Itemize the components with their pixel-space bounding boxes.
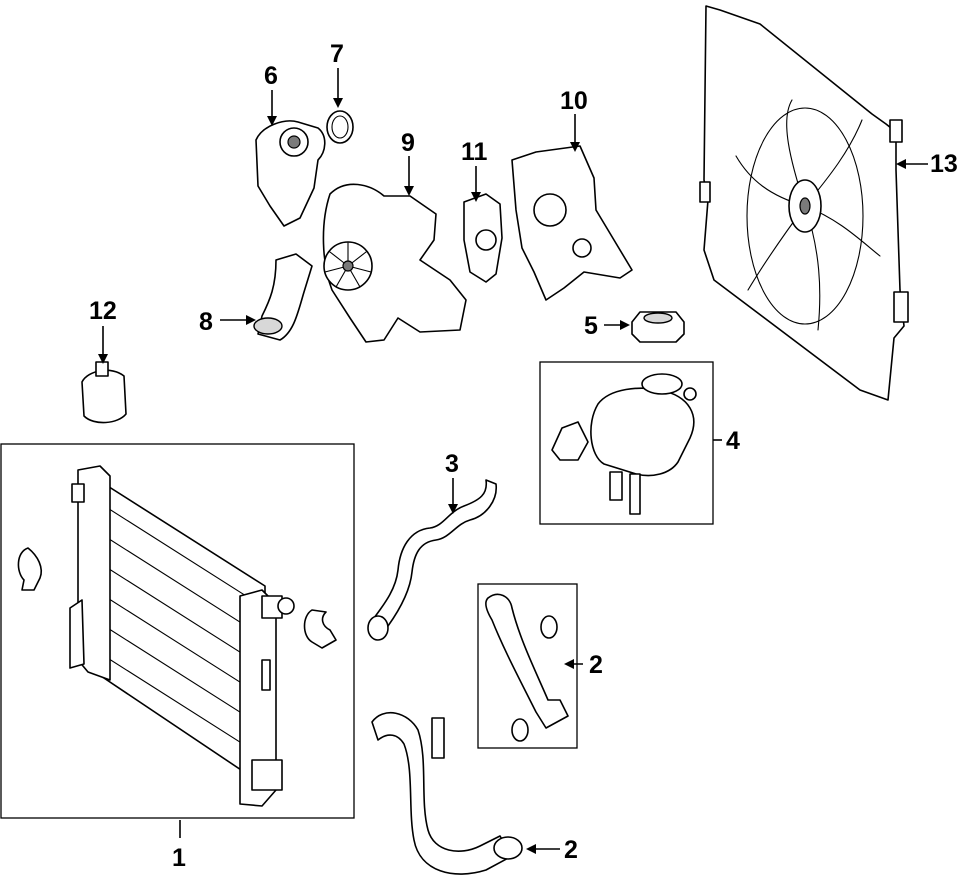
o-ring-outer	[326, 110, 354, 144]
radiator-group-box	[0, 443, 355, 819]
gasket-opening	[475, 229, 497, 251]
fan-hub-center	[799, 197, 811, 215]
callout-5: 5	[584, 312, 598, 340]
water-outlet-flange	[253, 317, 283, 335]
coolant-hose-kit-part[interactable]	[477, 583, 578, 749]
expansion-tank-bracket	[551, 421, 589, 461]
timing-cover-port	[572, 238, 592, 258]
callout-2-lower: 2	[564, 836, 578, 864]
coolant-sensor-stem	[95, 361, 109, 377]
callout-3: 3	[445, 450, 459, 478]
callout-6: 6	[264, 62, 278, 90]
leader-lines	[98, 68, 928, 854]
coolant-sensor-part[interactable]	[81, 361, 127, 424]
water-outlet-part[interactable]	[253, 253, 313, 341]
o-ring-part[interactable]	[326, 110, 354, 144]
lower-hose-end	[493, 836, 523, 860]
fan-shroud-tab-upper	[889, 119, 903, 143]
radiator-left-mount	[69, 599, 85, 669]
lower-hose-branch	[431, 717, 445, 759]
callout-9: 9	[401, 129, 415, 157]
upper-hose-part[interactable]	[367, 479, 497, 641]
timing-cover-part[interactable]	[511, 145, 633, 301]
expansion-tank-outlet-left	[609, 471, 623, 501]
callout-13: 13	[930, 150, 958, 178]
hose-kit-group-box	[477, 583, 578, 749]
expansion-tank-cap-part[interactable]	[631, 311, 685, 343]
tank-cap-top	[643, 312, 673, 324]
expansion-tank-part[interactable]	[539, 361, 714, 525]
thermostat-housing-bore	[287, 135, 301, 149]
radiator-left-bracket	[71, 483, 85, 503]
expansion-tank-outlet-right	[629, 473, 641, 515]
radiator-fins	[94, 499, 266, 759]
lower-radiator-hose-part[interactable]	[371, 712, 523, 875]
gasket-part[interactable]	[463, 193, 503, 283]
expansion-tank-filler-neck	[641, 373, 683, 395]
callout-12: 12	[89, 297, 117, 325]
hose-kit-oring-lower	[511, 718, 529, 742]
o-ring-inner	[331, 115, 349, 139]
timing-cover-opening	[533, 193, 567, 227]
fan-blade-ring	[746, 107, 864, 325]
radiator-side-slot	[261, 659, 271, 691]
callout-7: 7	[330, 40, 344, 68]
callout-11: 11	[461, 138, 488, 166]
water-pump-hub	[342, 260, 354, 272]
radiator-clip-right	[303, 609, 337, 649]
fan-shroud-tab-lower	[893, 291, 909, 323]
water-pump-part[interactable]	[322, 183, 467, 343]
radiator-part[interactable]	[0, 443, 355, 819]
callout-1: 1	[172, 844, 186, 872]
expansion-tank-body	[590, 387, 695, 477]
callout-4: 4	[726, 427, 740, 455]
radiator-fan-part[interactable]	[699, 5, 909, 401]
radiator-outlet-cap	[277, 597, 295, 615]
expansion-tank-group-box	[539, 361, 714, 525]
callout-numbers: 1 2 2 3 4 5 6 7 8 9 10 11 12 13	[89, 40, 958, 872]
thermostat-housing-part[interactable]	[255, 120, 326, 227]
coolant-sensor-body	[81, 369, 127, 424]
timing-cover-body	[511, 145, 633, 301]
callout-8: 8	[199, 308, 213, 336]
hose-kit-oring-upper	[540, 615, 558, 639]
water-pump-housing	[322, 183, 467, 343]
radiator-clip-left	[17, 547, 43, 591]
upper-hose-end	[367, 615, 389, 641]
callout-10: 10	[560, 87, 588, 115]
hose-kit-hose	[485, 593, 569, 729]
callout-2-upper: 2	[589, 651, 603, 679]
expansion-tank-side-port	[683, 387, 697, 401]
radiator-lower-bracket	[251, 759, 283, 791]
fan-shroud-tab-left	[699, 181, 711, 203]
